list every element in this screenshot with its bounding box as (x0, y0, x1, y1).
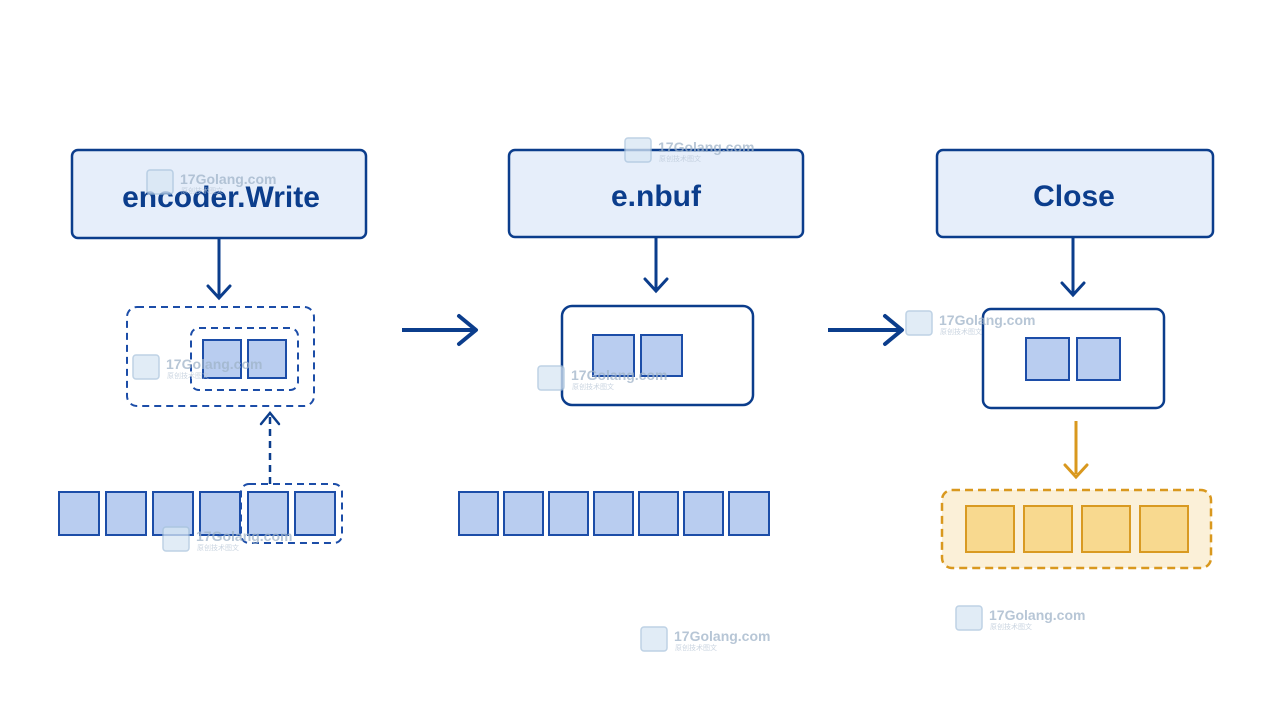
watermark-text: 17Golang.com (196, 528, 292, 544)
watermark: 17Golang.com 原创技术图文 (537, 365, 667, 391)
input-cell (199, 491, 241, 536)
data-cell (548, 491, 589, 536)
watermark-text: 17Golang.com (989, 607, 1085, 623)
output-cell (1023, 505, 1073, 553)
data-cell (728, 491, 770, 536)
watermark: 17Golang.com 原创技术图文 (162, 526, 292, 552)
write-buffer-dashed-box (126, 306, 315, 407)
watermark: 17Golang.com 原创技术图文 (146, 169, 276, 195)
input-cell (247, 491, 289, 536)
watermark-text: 17Golang.com (166, 356, 262, 372)
watermark-subtitle: 原创技术图文 (197, 543, 239, 552)
watermark-logo-icon (537, 365, 565, 391)
buffer-cell (592, 334, 635, 377)
watermark-logo-icon (955, 605, 983, 631)
watermark-logo-icon (162, 526, 190, 552)
stage-close: Close (935, 148, 1215, 570)
arrow-right-icon (402, 314, 478, 346)
output-cell (1081, 505, 1131, 553)
watermark: 17Golang.com 原创技术图文 (132, 354, 262, 380)
input-cell (58, 491, 100, 536)
buffer-cell (1025, 337, 1070, 381)
data-cell (503, 491, 544, 536)
watermark-logo-icon (132, 354, 160, 380)
data-cell (458, 491, 499, 536)
watermark-subtitle: 原创技术图文 (659, 154, 701, 163)
selected-chunk-dashed-box (240, 483, 343, 544)
buffer-cell (1076, 337, 1121, 381)
data-cell (638, 491, 679, 536)
watermark-logo-icon (640, 626, 668, 652)
watermark-subtitle: 原创技术图文 (675, 643, 717, 652)
arrow-down-icon (643, 237, 669, 294)
watermark-logo-icon (905, 310, 933, 336)
arrow-down-icon (1060, 237, 1086, 298)
output-data-row (940, 488, 1213, 570)
input-cell (105, 491, 147, 536)
arrow-down-icon (206, 238, 232, 301)
watermark-text: 17Golang.com (939, 312, 1035, 328)
write-chunk-dashed-box (190, 327, 299, 391)
close-buffer-box (981, 307, 1166, 410)
watermark-text: 17Golang.com (180, 171, 276, 187)
watermark: 17Golang.com 原创技术图文 (640, 626, 770, 652)
stage-title-box (935, 148, 1215, 239)
buffer-cell (640, 334, 683, 377)
data-cell (683, 491, 724, 536)
watermark-subtitle: 原创技术图文 (990, 622, 1032, 631)
encoded-data-row (458, 491, 770, 536)
dashed-arrow-up-icon (259, 411, 281, 484)
stage-title: e.nbuf (611, 180, 702, 213)
arrow-right-icon (828, 314, 904, 346)
output-cell (1139, 505, 1189, 553)
watermark-text: 17Golang.com (674, 628, 770, 644)
watermark: 17Golang.com 原创技术图文 (955, 605, 1085, 631)
watermark: 17Golang.com 原创技术图文 (624, 137, 754, 163)
data-cell (593, 491, 634, 536)
watermark-text: 17Golang.com (571, 367, 667, 383)
watermark-subtitle: 原创技术图文 (940, 327, 982, 336)
output-cell (965, 505, 1015, 553)
watermark-subtitle: 原创技术图文 (572, 382, 614, 391)
buffer-cell (202, 339, 242, 379)
stage-encoder-write: encoder.Write (58, 148, 368, 544)
input-cell (294, 491, 336, 536)
flush-arrow-down-icon (1063, 421, 1089, 480)
watermark-logo-icon (624, 137, 652, 163)
watermark: 17Golang.com 原创技术图文 (905, 310, 1035, 336)
buffer-cell (247, 339, 287, 379)
stage-nbuf: e.nbuf (458, 148, 805, 536)
stage-title: Close (1033, 180, 1115, 213)
watermark-text: 17Golang.com (658, 139, 754, 155)
watermark-layer: 17Golang.com 原创技术图文 17Golang.com 原创技术图文 … (132, 137, 1085, 652)
watermark-subtitle: 原创技术图文 (167, 371, 209, 380)
watermark-logo-icon (146, 169, 174, 195)
watermark-subtitle: 原创技术图文 (181, 186, 223, 195)
